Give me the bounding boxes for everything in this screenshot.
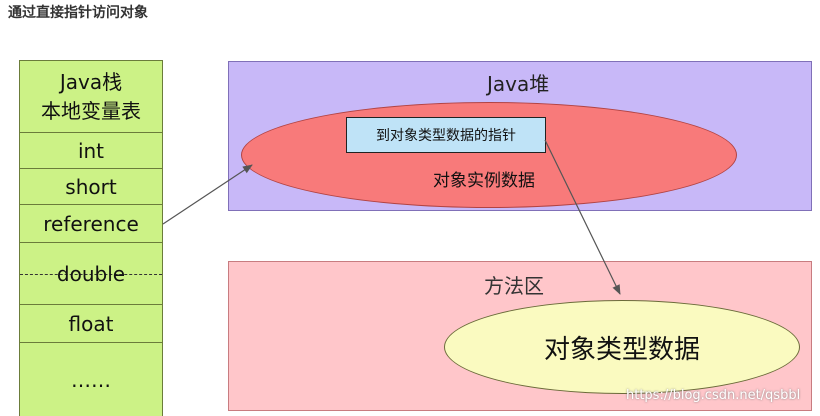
method-area-title: 方法区 [484,274,544,298]
java-stack: Java栈 本地变量表 int short reference double f… [19,60,163,416]
stack-item-short: short [19,168,163,204]
instance-data-label: 对象实例数据 [433,171,535,191]
slot-divider-dashed [20,273,162,275]
stack-item-int: int [19,132,163,168]
page-title: 通过直接指针访问对象 [8,5,148,21]
stack-header-line2: 本地变量表 [41,98,141,123]
stack-item-double: double [19,242,163,304]
stack-item-label: int [77,138,105,163]
stack-header: Java栈 本地变量表 [19,60,163,132]
type-pointer-box: 到对象类型数据的指针 [346,117,546,153]
method-area: 方法区 对象类型数据 [228,261,812,411]
stack-item-label: …… [71,367,111,392]
stack-item-label: short [65,174,117,199]
object-type-data-ellipse: 对象类型数据 [444,300,800,394]
stack-item-more: …… [19,342,163,416]
stack-item-float: float [19,304,163,342]
stack-item-reference: reference [19,204,163,242]
heap-title: Java堆 [487,72,550,96]
stack-item-label: double [56,261,126,286]
type-data-label: 对象类型数据 [543,334,700,365]
watermark-text: https://blog.csdn.net/qsbbl [626,388,801,403]
stack-item-label: float [68,311,114,336]
stack-header-line1: Java栈 [59,69,123,94]
stack-item-label: reference [43,211,139,236]
java-heap: Java堆 到对象类型数据的指针 对象实例数据 [228,61,812,211]
